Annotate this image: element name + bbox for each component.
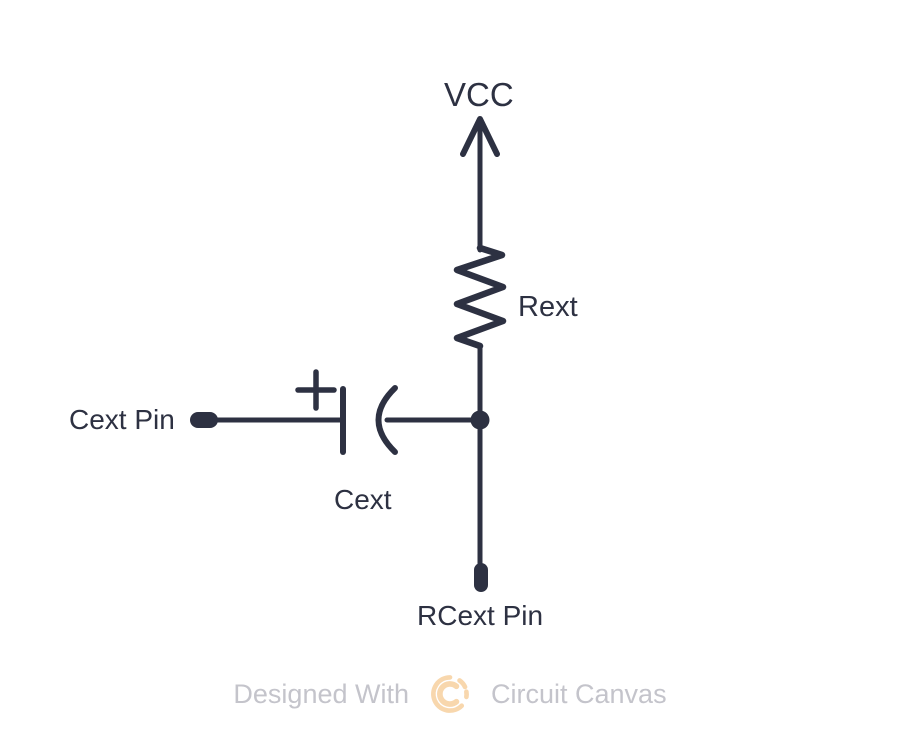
rext-label: Rext bbox=[518, 291, 578, 323]
logo-inner-c bbox=[437, 681, 460, 707]
capacitor-symbol bbox=[295, 369, 398, 455]
capacitor-plus-icon bbox=[295, 369, 337, 411]
logo-dash-top-right bbox=[457, 678, 468, 690]
circuit-canvas-logo-icon bbox=[431, 675, 469, 713]
resistor-symbol bbox=[453, 244, 507, 350]
vcc-power-symbol bbox=[460, 116, 500, 253]
junction-dot bbox=[470, 410, 490, 430]
cext-pin-label: Cext Pin bbox=[69, 404, 175, 435]
vcc-label: VCC bbox=[444, 76, 514, 113]
watermark: Designed With Circuit Canvas bbox=[0, 666, 900, 722]
cext-label: Cext bbox=[334, 484, 392, 515]
capacitor-plate-curved bbox=[375, 385, 398, 455]
watermark-brand: Circuit Canvas bbox=[491, 678, 667, 709]
vcc-arrowhead-icon bbox=[460, 116, 500, 157]
logo-outer-arc bbox=[431, 675, 465, 713]
watermark-prefix: Designed With bbox=[233, 678, 410, 709]
rcext-pin-label: RCext Pin bbox=[417, 600, 544, 631]
